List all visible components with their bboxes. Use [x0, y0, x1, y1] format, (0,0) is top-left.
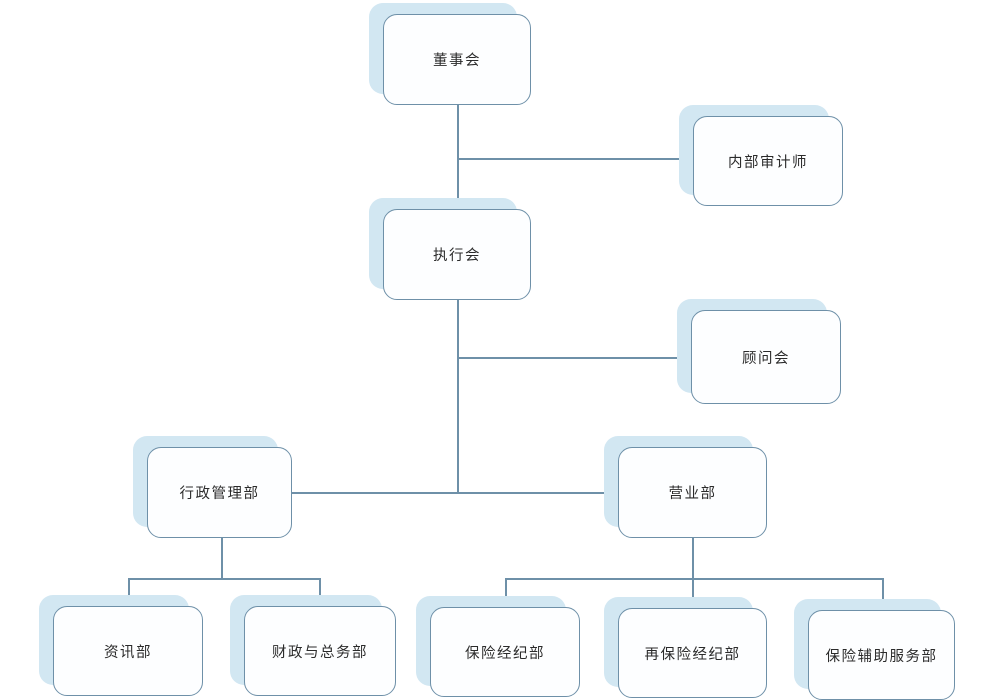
connector-admin-children-crossbar	[128, 578, 320, 580]
org-node-board: 董事会	[383, 14, 531, 105]
org-node-reinsurance-brokerage-dept: 再保险经纪部	[618, 608, 767, 698]
org-node-advisory-committee: 顾问会	[691, 310, 841, 404]
org-node-admin-management-dept-label: 行政管理部	[179, 486, 260, 502]
org-node-board-label: 董事会	[433, 53, 481, 69]
connector-stub-insurance-brokerage	[505, 578, 507, 608]
connector-stub-insurance-auxiliary	[882, 578, 884, 611]
org-node-insurance-auxiliary-services-dept: 保险辅助服务部	[808, 610, 955, 700]
org-node-insurance-brokerage-dept: 保险经纪部	[430, 607, 580, 697]
org-node-business-dept-label: 营业部	[668, 486, 717, 502]
connector-stub-information	[128, 578, 130, 607]
connector-business-drop	[692, 538, 694, 579]
org-node-information-dept: 资讯部	[53, 606, 203, 696]
org-node-reinsurance-brokerage-dept-label: 再保险经纪部	[644, 646, 741, 663]
connector-admin-business-crossbar	[292, 492, 618, 494]
connector-stub-reinsurance-brokerage	[692, 578, 694, 609]
org-node-insurance-brokerage-dept-label: 保险经纪部	[465, 645, 545, 662]
org-node-finance-general-affairs-dept: 财政与总务部	[244, 606, 396, 696]
connector-branch-advisory	[457, 357, 691, 359]
org-node-finance-general-affairs-dept-label: 财政与总务部	[272, 644, 368, 661]
org-node-information-dept-label: 资讯部	[104, 644, 152, 661]
org-node-insurance-auxiliary-services-dept-label: 保险辅助服务部	[825, 648, 938, 665]
org-node-internal-auditor-label: 内部审计师	[728, 154, 808, 171]
org-node-admin-management-dept: 行政管理部	[147, 447, 292, 538]
org-node-executive-committee-label: 执行会	[433, 248, 481, 264]
org-node-business-dept: 营业部	[618, 447, 767, 538]
connector-board-to-executive	[457, 105, 459, 209]
connector-executive-trunk	[457, 300, 459, 494]
org-node-internal-auditor: 内部审计师	[693, 116, 843, 206]
connector-branch-internal-auditor	[457, 158, 693, 160]
org-node-advisory-committee-label: 顾问会	[742, 350, 790, 367]
connector-admin-drop	[221, 538, 223, 579]
connector-stub-finance	[319, 578, 321, 607]
connector-business-children-crossbar	[505, 578, 883, 580]
org-node-executive-committee: 执行会	[383, 209, 531, 300]
